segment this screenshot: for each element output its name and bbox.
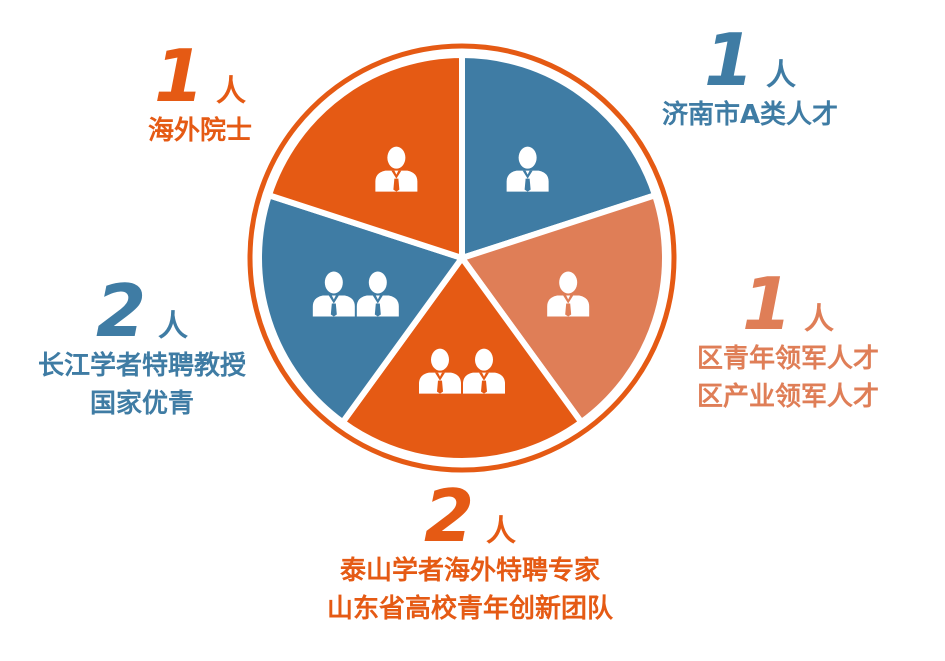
person-icon [312, 271, 355, 317]
count-value: 1 [153, 34, 204, 118]
person-icon [506, 146, 549, 192]
slice-label: 济南市A类人才 [661, 100, 839, 130]
slice-label: 区产业领军人才 [696, 382, 879, 412]
count-unit: 人 [486, 514, 517, 549]
count-unit: 人 [216, 74, 247, 109]
person-icon [419, 348, 461, 394]
slice-label: 国家优青 [89, 389, 194, 419]
person-icon [375, 146, 418, 192]
person-icon [463, 348, 505, 394]
pie-slice [459, 52, 659, 261]
pie-slice [265, 52, 465, 261]
slice-label: 山东省高校青年创新团队 [326, 594, 613, 624]
count-value: 1 [703, 18, 754, 102]
slice-label: 长江学者特聘教授 [37, 351, 246, 381]
slice-label: 区青年领军人才 [696, 344, 879, 374]
count-value: 2 [423, 474, 474, 558]
count-unit: 人 [766, 58, 797, 93]
count-unit: 人 [804, 302, 835, 337]
person-icon [547, 271, 590, 317]
count-unit: 人 [158, 309, 189, 344]
pie-slice [339, 255, 585, 464]
person-icon [356, 271, 399, 317]
count-value: 1 [741, 262, 792, 346]
slice-label: 海外院士 [147, 116, 252, 146]
count-value: 2 [95, 269, 146, 353]
slice-label: 泰山学者海外特聘专家 [339, 556, 600, 586]
